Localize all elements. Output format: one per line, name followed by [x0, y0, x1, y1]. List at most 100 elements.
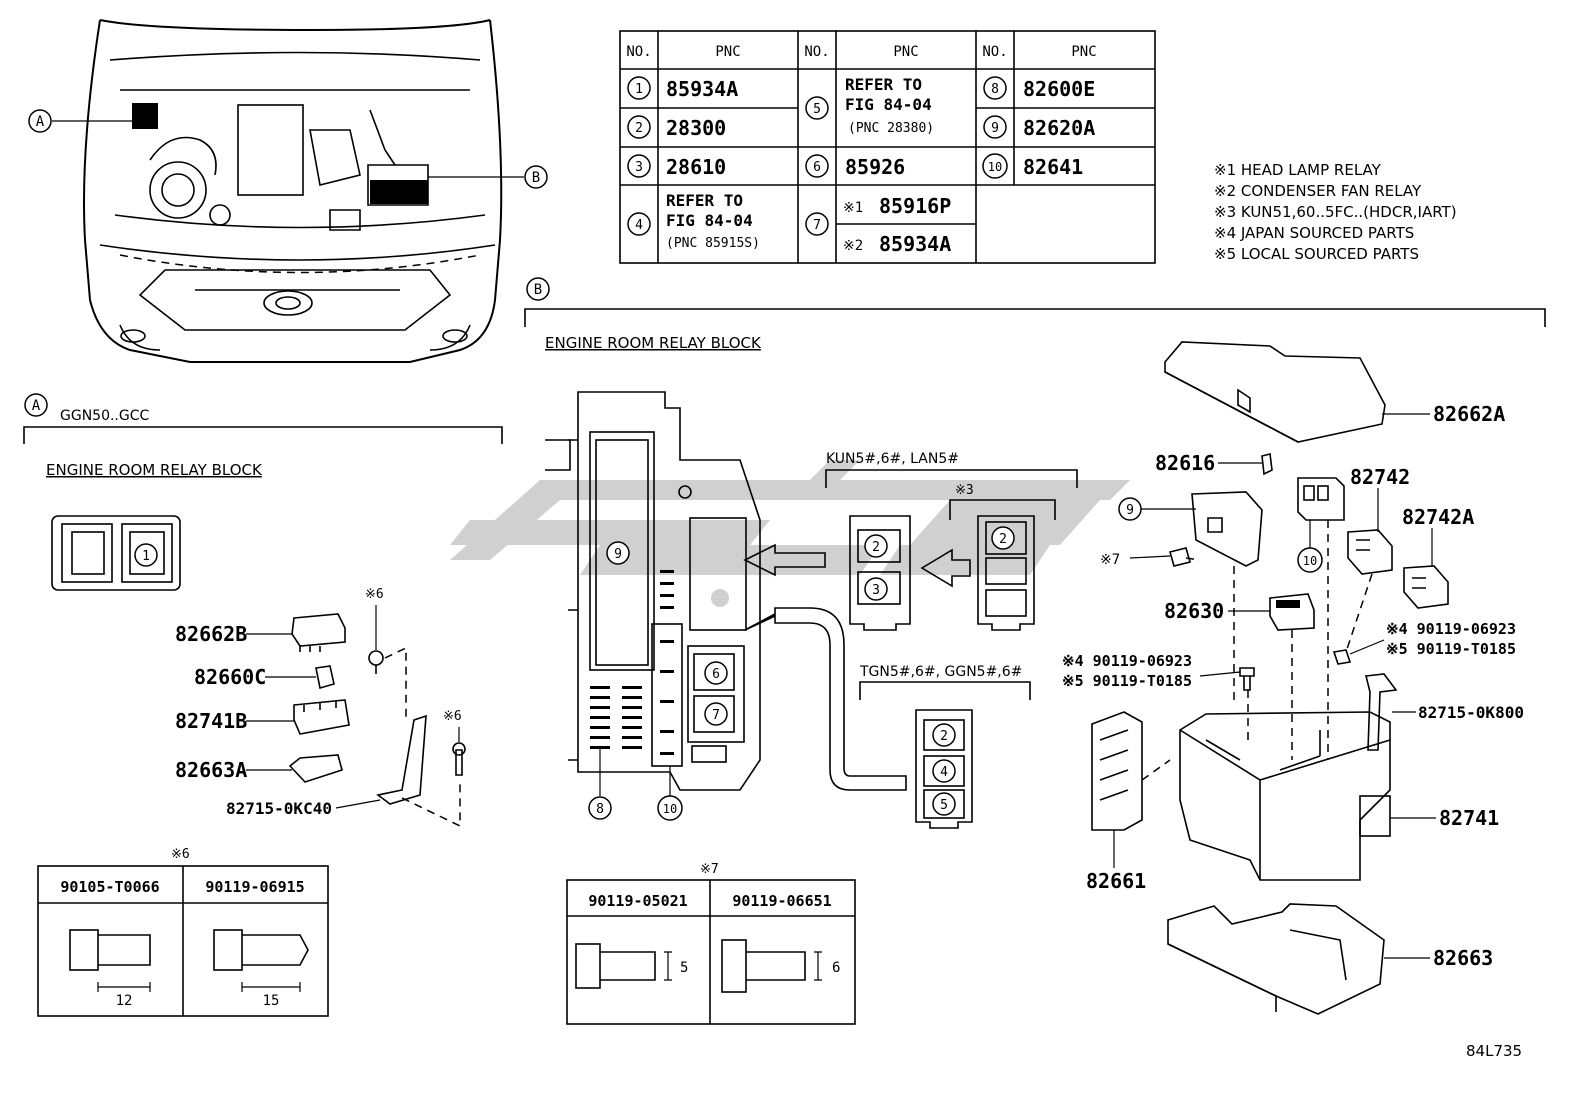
bolt-label: ※4 90119-06923: [1386, 620, 1516, 638]
exploded-parts-b: [1091, 341, 1449, 1015]
callout-a: A: [36, 114, 45, 130]
pnc-reference: REFER TO: [666, 191, 743, 210]
bolt-label: ※4 90119-06923: [1062, 652, 1192, 670]
row-number: 10: [988, 160, 1002, 174]
bolt-part-number: 90119-06915: [205, 878, 304, 896]
part-number: 82662B: [175, 622, 247, 646]
note-mark: ※1: [843, 200, 863, 216]
row-number: 4: [635, 218, 643, 233]
pnc-value: 85934A: [879, 232, 951, 256]
bolt-label: ※5 90119-T0185: [1386, 640, 1516, 658]
row-number: 9: [991, 121, 999, 136]
bolt-part-number: 90119-05021: [588, 892, 687, 910]
slot-number: 7: [712, 708, 720, 723]
fuse-array-b: [590, 570, 674, 755]
table-header-pnc: PNC: [715, 44, 740, 60]
section-b-callout: B: [534, 282, 542, 298]
section-a-title: ENGINE ROOM RELAY BLOCK: [46, 461, 263, 479]
variant-block-2: [915, 709, 973, 829]
slot-number: 10: [1303, 554, 1317, 568]
part-number: 82663: [1433, 946, 1493, 970]
slot-number: 2: [940, 729, 948, 744]
part-number: 82616: [1155, 451, 1215, 475]
variant-block-1: [849, 515, 1035, 631]
table-header-pnc: PNC: [893, 44, 918, 60]
pnc-value: 85916P: [879, 194, 951, 218]
section-a-callout: A: [32, 398, 41, 414]
relay-block-a: [51, 515, 181, 591]
pnc-value: 82641: [1023, 155, 1083, 179]
part-number: 82663A: [175, 758, 247, 782]
pnc-table: [619, 30, 1156, 264]
part-number: 82742: [1350, 465, 1410, 489]
part-number: 82741B: [175, 709, 247, 733]
pnc-value: 85926: [845, 155, 905, 179]
slot-number: 2: [872, 540, 880, 555]
pnc-reference: REFER TO: [845, 75, 922, 94]
slot-number: 10: [663, 802, 677, 816]
note-mark: ※7: [1100, 552, 1120, 568]
part-number: 82742A: [1402, 505, 1474, 529]
bolt-table-b: [566, 879, 856, 1025]
watermark-logo: [450, 460, 1130, 607]
bolt-part-number: 90119-06651: [732, 892, 831, 910]
part-number: 82662A: [1433, 402, 1505, 426]
note-mark: ※6: [171, 847, 190, 862]
row-number: 5: [813, 102, 821, 117]
row-number: 8: [991, 82, 999, 97]
note-mark: ※6: [443, 709, 462, 724]
row-number: 1: [635, 82, 643, 97]
part-number: 82715-0K800: [1418, 703, 1524, 722]
pnc-value: 85934A: [666, 77, 738, 101]
section-a-model: GGN50..GCC: [60, 408, 150, 424]
bolt-dimension: 6: [832, 960, 840, 976]
vehicle-overview-illustration: [83, 19, 503, 363]
note-mark: ※3: [955, 483, 974, 498]
slot-number: 1: [142, 549, 150, 564]
bolt-dimension: 12: [116, 993, 133, 1009]
slot-number: 2: [999, 532, 1007, 547]
part-illustrations-a: [288, 613, 466, 805]
note-mark: ※2: [843, 238, 863, 254]
note-mark: ※7: [700, 862, 719, 877]
note-mark: ※6: [365, 587, 384, 602]
section-b-title: ENGINE ROOM RELAY BLOCK: [545, 334, 762, 352]
slot-number: 9: [1126, 503, 1134, 518]
bolt-dimension: 5: [680, 960, 688, 976]
row-number: 3: [635, 160, 643, 175]
bolt-dimension: 15: [263, 993, 280, 1009]
pnc-reference: (PNC 28380): [848, 121, 934, 136]
relay-block-b-main: [545, 391, 761, 791]
pnc-reference: FIG 84-04: [845, 95, 932, 114]
pnc-value: 28610: [666, 155, 726, 179]
pnc-value: 82600E: [1023, 77, 1095, 101]
part-number: 82715-0KC40: [226, 799, 332, 818]
part-number: 82660C: [194, 665, 266, 689]
table-header-no: NO.: [982, 44, 1007, 60]
bolt-part-number: 90105-T0066: [60, 878, 159, 896]
note-line: ※1 HEAD LAMP RELAY: [1214, 161, 1382, 179]
note-line: ※3 KUN51,60..5FC..(HDCR,IART): [1214, 203, 1457, 221]
row-number: 7: [813, 218, 821, 233]
callout-b: B: [532, 170, 540, 186]
row-number: 6: [813, 160, 821, 175]
part-number: 82741: [1439, 806, 1499, 830]
row-number: 2: [635, 121, 643, 136]
slot-number: 9: [614, 547, 622, 562]
part-number: 82661: [1086, 869, 1146, 893]
table-header-pnc: PNC: [1071, 44, 1096, 60]
bolt-table-a: [37, 865, 329, 1017]
table-header-no: NO.: [804, 44, 829, 60]
slot-number: 4: [940, 765, 948, 780]
part-number: 82630: [1164, 599, 1224, 623]
pnc-reference: FIG 84-04: [666, 211, 753, 230]
slot-number: 8: [596, 802, 604, 817]
table-header-no: NO.: [626, 44, 651, 60]
bolt-label: ※5 90119-T0185: [1062, 672, 1192, 690]
slot-number: 5: [940, 798, 948, 813]
figure-code: 84L735: [1466, 1042, 1522, 1060]
note-line: ※2 CONDENSER FAN RELAY: [1214, 182, 1422, 200]
slot-number: 3: [872, 583, 880, 598]
pnc-value: 82620A: [1023, 116, 1095, 140]
